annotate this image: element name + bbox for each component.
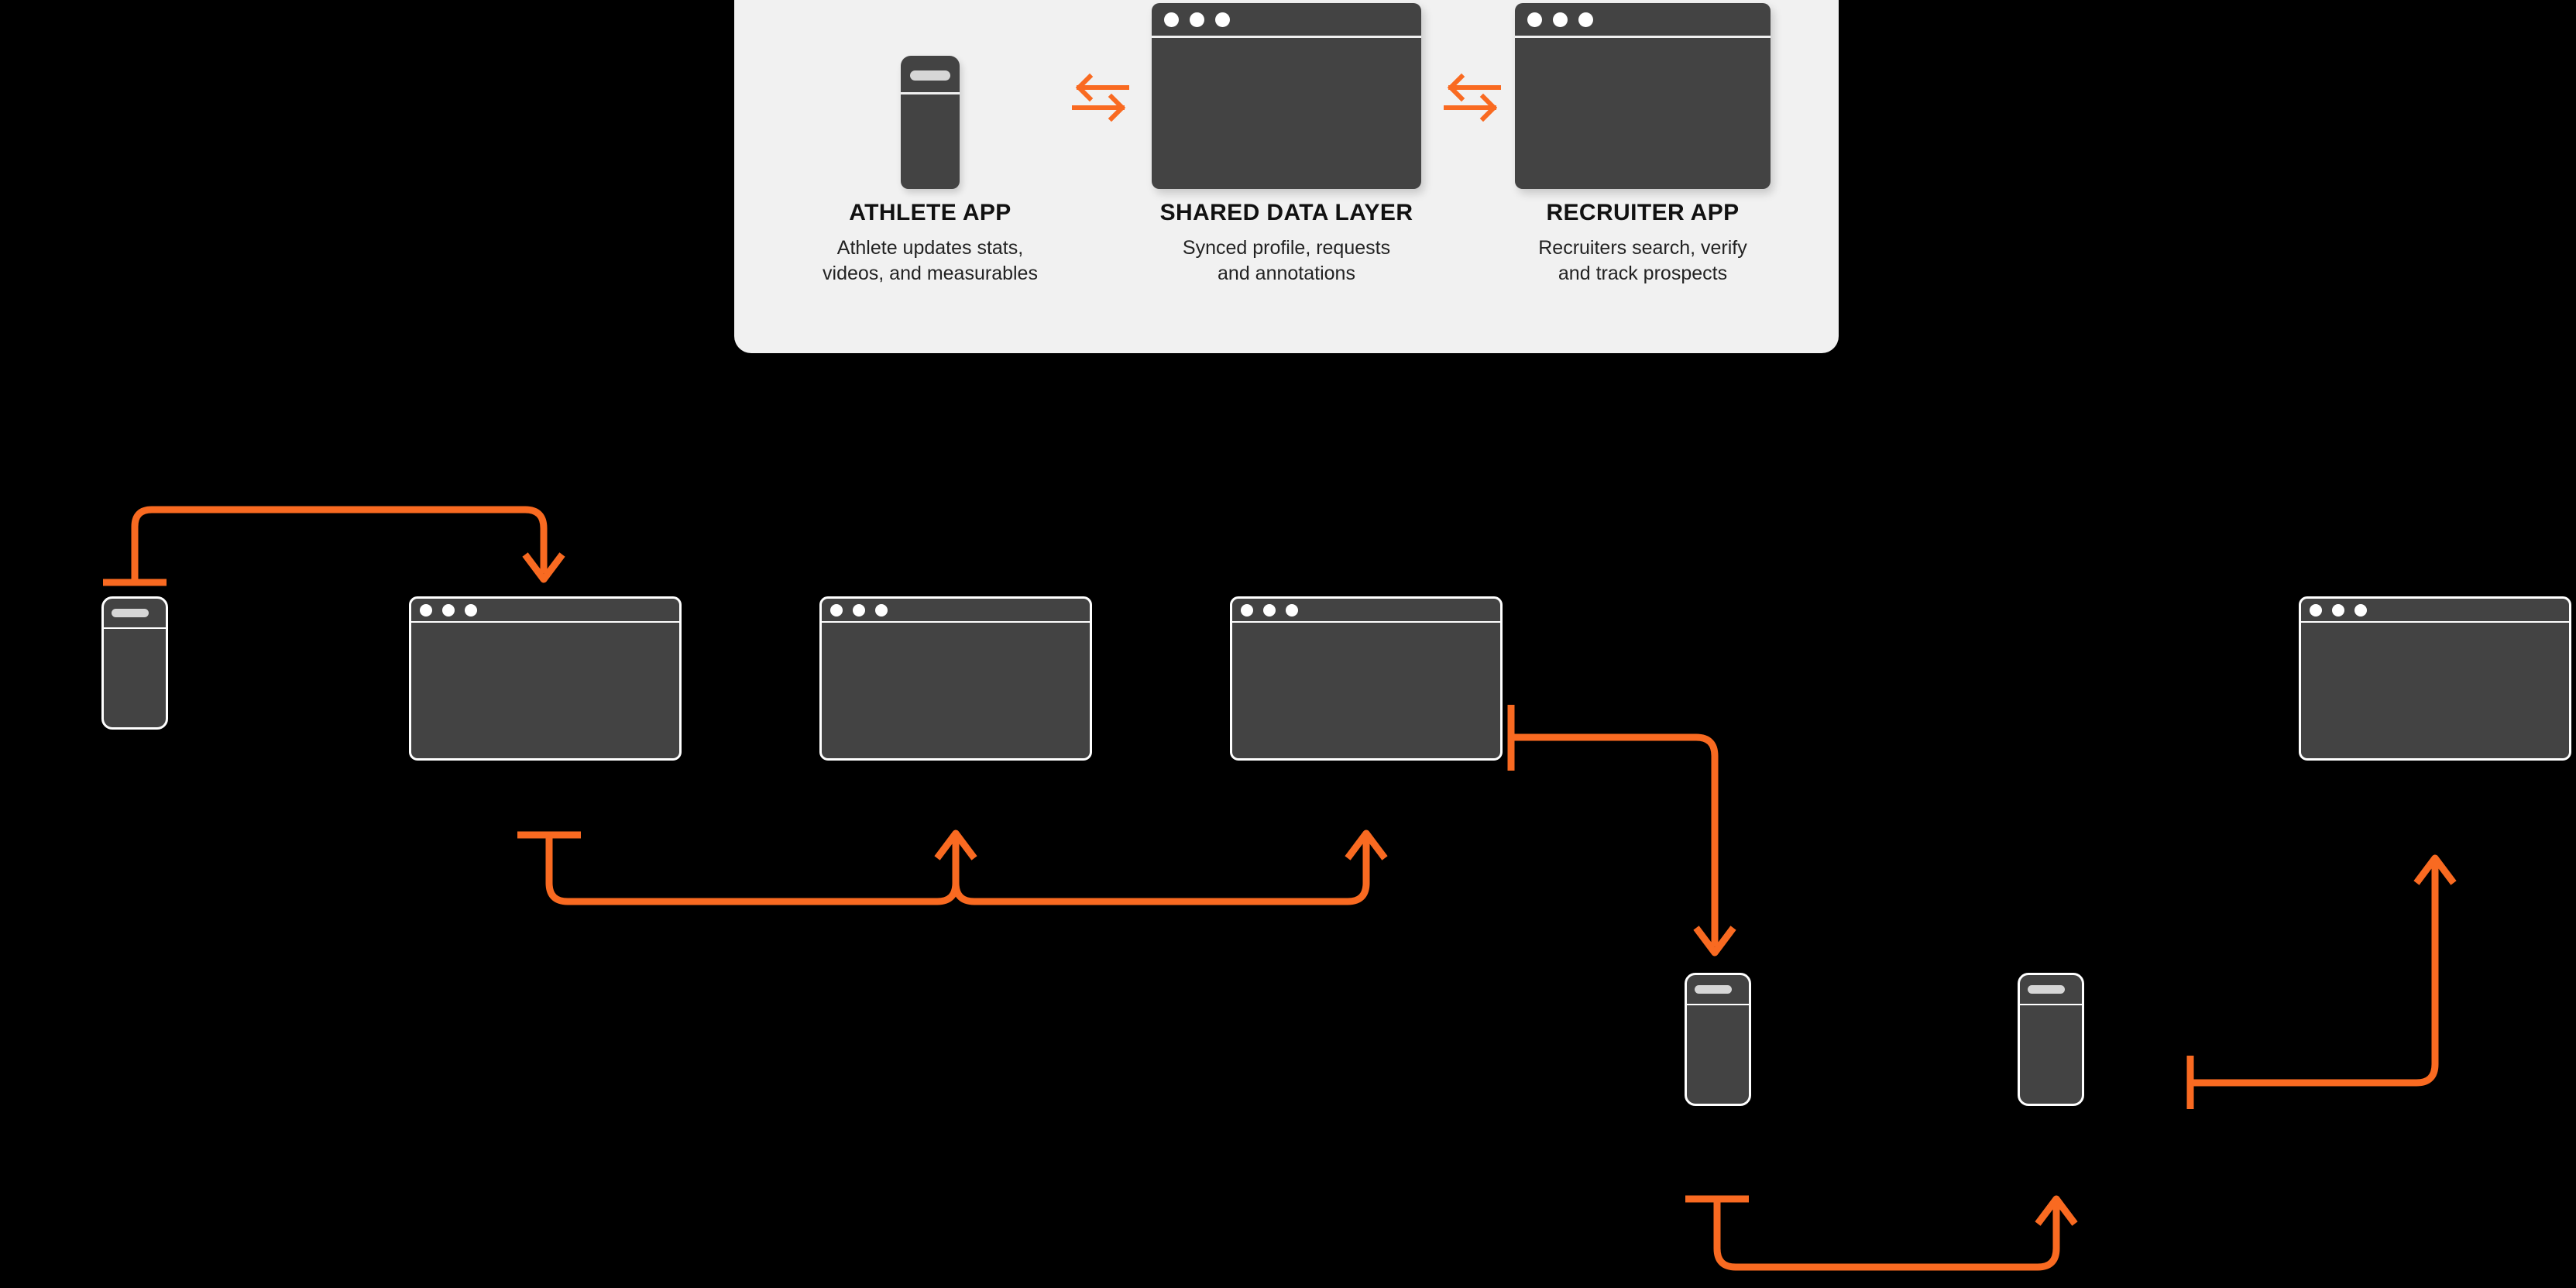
athlete-app-description-line-2: videos, and measurables: [823, 263, 1038, 284]
window-dot-minimize-icon: [1263, 604, 1276, 617]
browser-window-traffic-lights: [1241, 604, 1298, 617]
window-dot-close-icon: [420, 604, 432, 617]
card-column-recruiter-app: RECRUITER APP Recruiters search, verify …: [1515, 0, 1771, 287]
shared-data-layer-description: Synced profile, requests and annotations: [1183, 235, 1390, 287]
browser-window-titlebar-divider: [2299, 621, 2571, 623]
phone-speaker-bar: [2028, 985, 2065, 994]
athlete-app-icon-slot: [802, 0, 1058, 194]
card-column-athlete-app: ATHLETE APP Athlete updates stats, video…: [802, 0, 1058, 287]
browser-window-titlebar-divider: [1152, 36, 1421, 38]
flow-window-3: [1230, 596, 1503, 761]
edge-phone2-to-phone3: [1685, 1195, 2078, 1271]
shared-data-layer-description-line-1: Synced profile, requests: [1182, 237, 1391, 259]
browser-window-titlebar-divider: [819, 621, 1092, 623]
browser-window-titlebar-divider: [409, 621, 682, 623]
window-dot-maximize-icon: [1286, 604, 1298, 617]
window-dot-close-icon: [1241, 604, 1253, 617]
phone-screen-divider: [101, 627, 168, 629]
browser-window-traffic-lights: [420, 604, 477, 617]
browser-window-body: [819, 596, 1092, 761]
window-dot-maximize-icon: [465, 604, 477, 617]
edge-phone1-to-window1: [103, 506, 565, 586]
edge-window3-to-phone2: [1507, 705, 1736, 957]
browser-window-body: [1515, 3, 1771, 189]
flow-window-4: [2299, 596, 2571, 761]
athlete-app-title: ATHLETE APP: [849, 200, 1012, 225]
browser-window-body: [1152, 3, 1421, 189]
recruiter-app-description: Recruiters search, verify and track pros…: [1538, 235, 1747, 287]
recruiter-app-description-line-1: Recruiters search, verify: [1538, 237, 1747, 259]
phone-body: [101, 596, 168, 730]
edge-window2-to-window3: [952, 829, 1388, 905]
phone-speaker-bar: [910, 70, 950, 81]
window-dot-maximize-icon: [2354, 604, 2367, 617]
window-dot-minimize-icon: [2332, 604, 2344, 617]
window-dot-maximize-icon: [875, 604, 888, 617]
browser-window-traffic-lights: [1164, 12, 1230, 27]
window-dot-maximize-icon: [1578, 12, 1593, 27]
flow-phone-2: [1685, 973, 1751, 1106]
architecture-card: ATHLETE APP Athlete updates stats, video…: [734, 0, 1839, 353]
athlete-app-description-line-1: Athlete updates stats,: [836, 237, 1024, 259]
browser-window-body: [1230, 596, 1503, 761]
browser-window-titlebar-divider: [1515, 36, 1771, 38]
browser-window-body: [409, 596, 682, 761]
phone-icon: [901, 56, 960, 189]
flow-phone-1: [101, 596, 168, 730]
edge-window1-to-window2: [517, 829, 977, 905]
window-dot-minimize-icon: [442, 604, 455, 617]
phone-screen-divider: [1685, 1004, 1751, 1005]
shared-data-layer-description-line-2: and annotations: [1218, 263, 1355, 284]
browser-window-traffic-lights: [1527, 12, 1593, 27]
window-dot-minimize-icon: [1553, 12, 1568, 27]
recruiter-app-icon-slot: [1515, 0, 1771, 194]
browser-window-body: [2299, 596, 2571, 761]
window-dot-minimize-icon: [1190, 12, 1204, 27]
phone-screen-divider: [2018, 1004, 2084, 1005]
phone-speaker-bar: [112, 609, 149, 617]
browser-window-titlebar-divider: [1230, 621, 1503, 623]
window-dot-minimize-icon: [853, 604, 865, 617]
edge-phone3-to-window4: [2186, 854, 2457, 1109]
bidirectional-exchange-arrows-icon: [1072, 73, 1129, 122]
flow-window-2: [819, 596, 1092, 761]
phone-screen-divider: [901, 92, 960, 94]
phone-body: [2018, 973, 2084, 1106]
window-dot-close-icon: [2310, 604, 2322, 617]
athlete-app-description: Athlete updates stats, videos, and measu…: [823, 235, 1038, 287]
browser-window-icon: [1515, 3, 1771, 189]
shared-data-layer-icon-slot: [1143, 0, 1430, 194]
phone-body: [1685, 973, 1751, 1106]
window-dot-maximize-icon: [1215, 12, 1230, 27]
bidirectional-exchange-arrows-icon: [1444, 73, 1501, 122]
window-dot-close-icon: [1527, 12, 1542, 27]
connector-shared-to-recruiter: [1430, 0, 1515, 194]
connector-athlete-to-shared: [1058, 0, 1143, 194]
phone-speaker-bar: [1695, 985, 1732, 994]
window-dot-close-icon: [1164, 12, 1179, 27]
shared-data-layer-title: SHARED DATA LAYER: [1159, 200, 1413, 225]
architecture-card-columns: ATHLETE APP Athlete updates stats, video…: [734, 0, 1839, 353]
browser-window-traffic-lights: [2310, 604, 2367, 617]
flow-window-1: [409, 596, 682, 761]
flow-phone-3: [2018, 973, 2084, 1106]
recruiter-app-description-line-2: and track prospects: [1558, 263, 1728, 284]
window-dot-close-icon: [830, 604, 843, 617]
browser-window-icon: [1152, 3, 1421, 189]
browser-window-traffic-lights: [830, 604, 888, 617]
card-column-shared-data-layer: SHARED DATA LAYER Synced profile, reques…: [1143, 0, 1430, 287]
recruiter-app-title: RECRUITER APP: [1546, 200, 1740, 225]
